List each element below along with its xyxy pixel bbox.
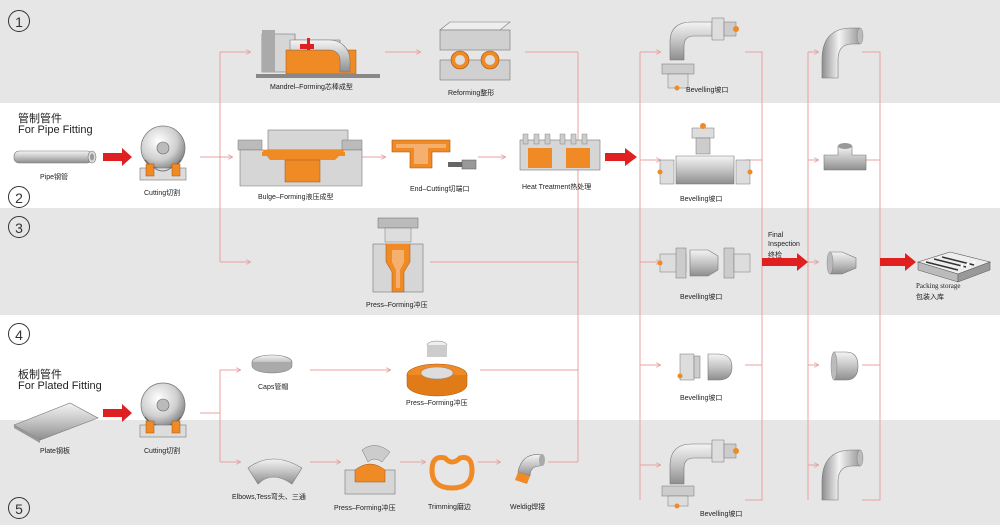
label-caps: Caps管帽 xyxy=(258,384,289,391)
label-heat-treatment: Heat Treatment热处理 xyxy=(522,184,592,191)
label-trimming: Trimming磨边 xyxy=(428,504,471,511)
label-pipe-cutting: Cutting切割 xyxy=(144,190,181,197)
bevelling-elbow-1 xyxy=(661,17,739,91)
elbow-segment-illustration xyxy=(247,458,303,485)
label-packing-en: Packing storage xyxy=(916,282,961,290)
step-circle-3: 3 xyxy=(8,216,30,238)
product-tee xyxy=(823,143,867,171)
product-elbow-1 xyxy=(821,27,864,79)
label-welding: Weldig焊接 xyxy=(510,504,546,511)
product-elbow-2 xyxy=(821,449,864,501)
press-forming-illustration-3 xyxy=(344,445,396,495)
end-cutting-illustration xyxy=(391,139,477,170)
label-bevelling-2: Bevelling坡口 xyxy=(680,196,723,203)
label-plate: Plate钢板 xyxy=(40,448,70,455)
label-press-forming-3: Press–Forming冲压 xyxy=(334,505,396,512)
reforming-illustration xyxy=(439,21,511,81)
plate-illustration xyxy=(13,402,99,443)
press-forming-illustration-2 xyxy=(406,340,468,397)
mandrel-forming-illustration xyxy=(256,30,380,78)
bevelling-elbow-2 xyxy=(661,439,739,509)
label-bevelling-5: Bevelling坡口 xyxy=(700,511,743,518)
welding-illustration xyxy=(515,454,545,484)
caps-illustration xyxy=(251,354,293,374)
label-final-1: Final xyxy=(768,232,784,239)
label-final-2: Inspection xyxy=(768,241,800,248)
label-elbows-tees: Elbows,Tess弯头、三通 xyxy=(232,494,306,501)
pipe-illustration xyxy=(13,150,97,164)
product-cap xyxy=(830,351,859,381)
heat-treatment-illustration xyxy=(519,133,601,171)
plate-title-cn: 板制管件 xyxy=(18,369,62,381)
step-circle-4: 4 xyxy=(8,323,30,345)
step-circle-1: 1 xyxy=(8,10,30,32)
bulge-forming-illustration xyxy=(237,129,363,187)
flow-lines xyxy=(200,52,881,501)
label-plate-cutting: Cutting切割 xyxy=(144,448,181,455)
bevelling-tee xyxy=(657,123,753,185)
main-arrows xyxy=(103,148,916,422)
cutting-machine-pipe xyxy=(139,125,187,181)
trimming-illustration xyxy=(429,455,475,491)
packing-crate-illustration xyxy=(916,251,992,283)
label-bevelling-3: Bevelling坡口 xyxy=(680,294,723,301)
cutting-machine-plate xyxy=(139,382,187,438)
step-circle-5: 5 xyxy=(8,497,30,519)
arrow-heat-to-bevel xyxy=(605,148,637,166)
bevelling-cap xyxy=(677,353,733,381)
label-reforming: Reforming整形 xyxy=(448,90,495,97)
label-press-forming-1: Press–Forming冲压 xyxy=(366,302,428,309)
product-reducer xyxy=(826,251,857,275)
arrow-pipe-to-cutting xyxy=(103,148,132,166)
label-pipe: Pipe钢管 xyxy=(40,174,69,181)
pipe-title-cn: 管制管件 xyxy=(18,113,62,125)
label-bulge-forming: Bulge–Forming液压成型 xyxy=(258,194,334,201)
press-forming-illustration-1 xyxy=(372,217,424,293)
label-bevelling-4: Bevelling坡口 xyxy=(680,395,723,402)
bevelling-reducer xyxy=(657,247,751,279)
arrow-final xyxy=(762,253,808,271)
arrow-plate-to-cutting xyxy=(103,404,132,422)
pipe-title-en: For Pipe Fitting xyxy=(18,124,93,136)
step-circle-2: 2 xyxy=(8,186,30,208)
arrow-packing xyxy=(880,253,916,271)
label-press-forming-2: Press–Forming冲压 xyxy=(406,400,468,407)
label-end-cutting: End–Cutting切端口 xyxy=(410,186,470,193)
label-packing-cn: 包装入库 xyxy=(916,294,944,301)
plate-title-en: For Plated Fitting xyxy=(18,380,102,392)
label-mandrel-forming: Mandrel–Forming芯棒成型 xyxy=(270,84,353,91)
label-final-3: 终检 xyxy=(768,252,782,259)
label-bevelling-1: Bevelling坡口 xyxy=(686,87,729,94)
